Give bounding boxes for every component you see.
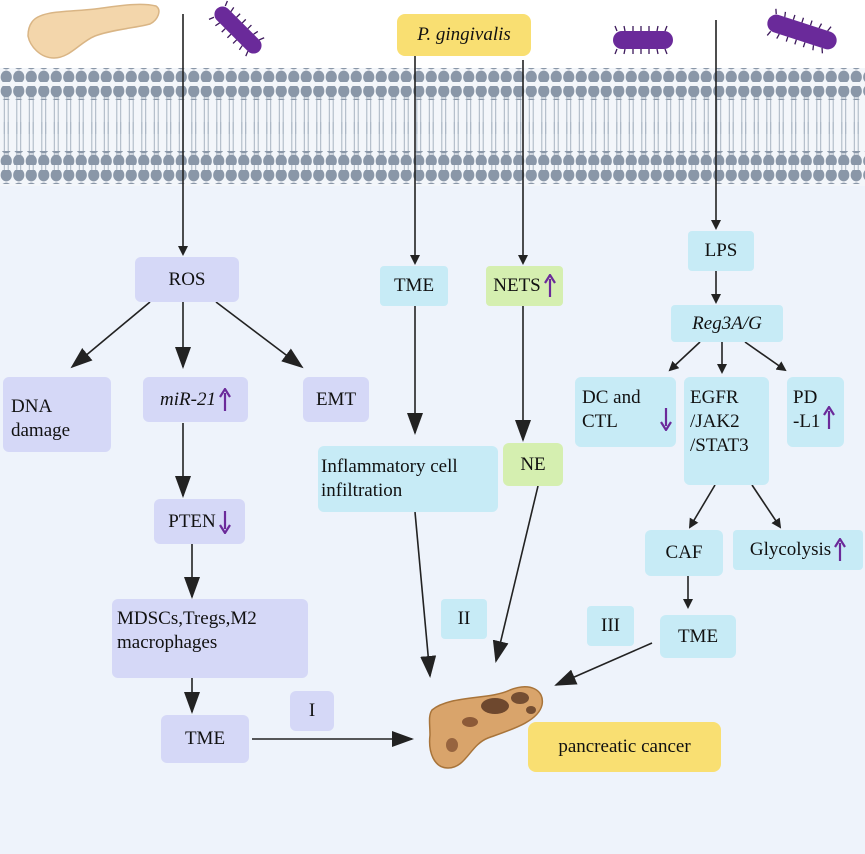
arrow-ros-dna xyxy=(70,301,151,369)
nets-label: NETS xyxy=(493,275,541,297)
glycolysis-box: Glycolysis xyxy=(733,530,863,570)
tme-box-2: TME xyxy=(380,266,448,306)
up-arrow-icon xyxy=(219,387,231,411)
arrow-tme-cancer-3 xyxy=(554,642,653,686)
pdl1-box: PD -L1 xyxy=(787,377,844,447)
up-arrow-icon xyxy=(823,406,835,430)
pathway-label-II: II xyxy=(441,599,487,639)
tme-box-1: TME xyxy=(161,715,249,763)
pathway-label-III: III xyxy=(587,606,634,646)
tumor-pancreas-icon xyxy=(428,686,544,769)
lipid-bilayer-membrane xyxy=(0,68,865,186)
reg3-box: Reg3A/G xyxy=(671,305,783,342)
dc-ctl-label: DC and CTL xyxy=(582,387,641,432)
pten-label: PTEN xyxy=(168,510,216,532)
down-arrow-icon xyxy=(218,510,231,534)
arrow-egfr-caf xyxy=(688,484,716,529)
dna-damage-box: DNA damage xyxy=(3,377,111,452)
mdsc-box: MDSCs,Tregs,M2 macrophages xyxy=(112,599,308,678)
up-arrow-icon xyxy=(834,538,847,561)
glycolysis-label: Glycolysis xyxy=(749,539,832,561)
arrow-inflammatory-cancer xyxy=(414,511,437,678)
arrow-egfr-glycolysis xyxy=(751,484,782,529)
nets-box: NETS xyxy=(486,266,563,306)
arrow-reg3-pdl1 xyxy=(744,341,787,372)
lps-box: LPS xyxy=(688,231,754,271)
pancreatic-cancer-label: pancreatic cancer xyxy=(528,722,721,772)
pathway-arrows xyxy=(70,14,787,747)
bacterium-icon xyxy=(208,0,265,57)
arrow-ne-cancer xyxy=(492,485,539,663)
down-arrow-icon xyxy=(660,408,672,432)
up-arrow-icon xyxy=(543,274,556,297)
mir21-box: miR-21 xyxy=(143,377,248,422)
dc-ctl-box: DC and CTL xyxy=(575,377,676,447)
ros-box: ROS xyxy=(135,257,239,302)
emt-box: EMT xyxy=(303,377,369,422)
arrow-reg3-dc xyxy=(668,341,701,372)
inflammatory-box: Inflammatory cell infiltration xyxy=(318,446,498,512)
bacterium-icon xyxy=(613,25,673,55)
caf-box: CAF xyxy=(645,530,723,576)
pathway-label-I: I xyxy=(290,691,334,731)
ne-box: NE xyxy=(503,443,563,486)
pancreas-icon xyxy=(27,3,160,59)
bacterium-icon xyxy=(766,8,837,54)
pten-box: PTEN xyxy=(154,499,245,544)
pdl1-label: PD -L1 xyxy=(793,387,821,432)
tme-box-3: TME xyxy=(660,615,736,658)
mir21-label: miR-21 xyxy=(160,388,216,410)
pathogen-label: P. gingivalis xyxy=(397,14,531,56)
arrow-ros-emt xyxy=(215,301,304,369)
egfr-box: EGFR /JAK2 /STAT3 xyxy=(684,377,769,485)
